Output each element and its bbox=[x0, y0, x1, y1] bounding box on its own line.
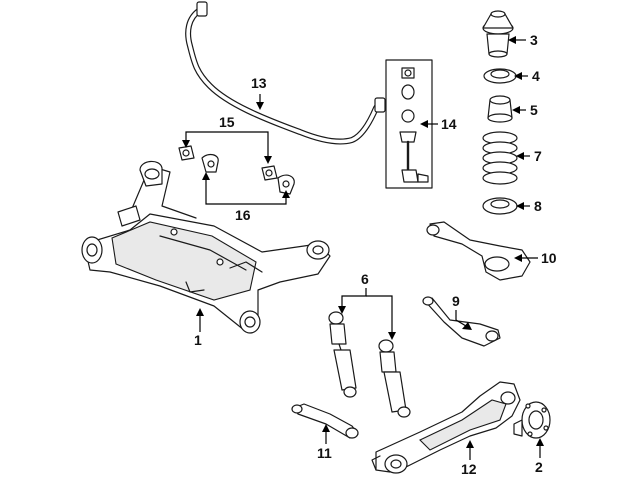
subframe-crossmember bbox=[81, 160, 331, 334]
callout-5: 5 bbox=[530, 102, 538, 118]
coil-spring bbox=[482, 131, 518, 185]
callout-1: 1 bbox=[194, 332, 202, 348]
callout-10: 10 bbox=[541, 250, 557, 266]
callout-labels: 1 2 3 4 5 6 7 8 9 10 11 12 13 14 15 16 bbox=[194, 32, 557, 477]
callout-8: 8 bbox=[534, 198, 542, 214]
stabilizer-bushing-right bbox=[261, 165, 278, 181]
callout-14: 14 bbox=[441, 116, 457, 132]
stabilizer-bar bbox=[185, 1, 386, 145]
shock-absorber-right bbox=[378, 339, 411, 418]
callout-7: 7 bbox=[534, 148, 542, 164]
lower-control-arm bbox=[426, 221, 531, 281]
knuckle-trailing-arm bbox=[371, 381, 521, 474]
shock-absorber-left bbox=[328, 311, 357, 398]
upper-control-arm bbox=[422, 296, 501, 347]
callout-16: 16 bbox=[235, 207, 251, 223]
callout-4: 4 bbox=[532, 68, 540, 84]
callout-6: 6 bbox=[361, 271, 369, 287]
callout-3: 3 bbox=[530, 32, 538, 48]
spring-bumper bbox=[487, 95, 513, 123]
hub-bearing bbox=[513, 401, 551, 439]
spring-upper-mount bbox=[482, 10, 514, 58]
trailing-link bbox=[291, 403, 359, 439]
stabilizer-bushing-left bbox=[178, 145, 195, 161]
spring-lower-insulator bbox=[482, 197, 518, 215]
stabilizer-clamp-left bbox=[201, 153, 219, 173]
callout-12: 12 bbox=[461, 461, 477, 477]
callout-11: 11 bbox=[317, 445, 332, 461]
leader-lines bbox=[182, 36, 544, 460]
callout-2: 2 bbox=[535, 459, 543, 475]
spring-upper-insulator bbox=[483, 68, 517, 84]
callout-13: 13 bbox=[251, 75, 267, 91]
callout-15: 15 bbox=[219, 114, 235, 130]
callout-9: 9 bbox=[452, 293, 460, 309]
stabilizer-clamp-right bbox=[277, 174, 295, 195]
